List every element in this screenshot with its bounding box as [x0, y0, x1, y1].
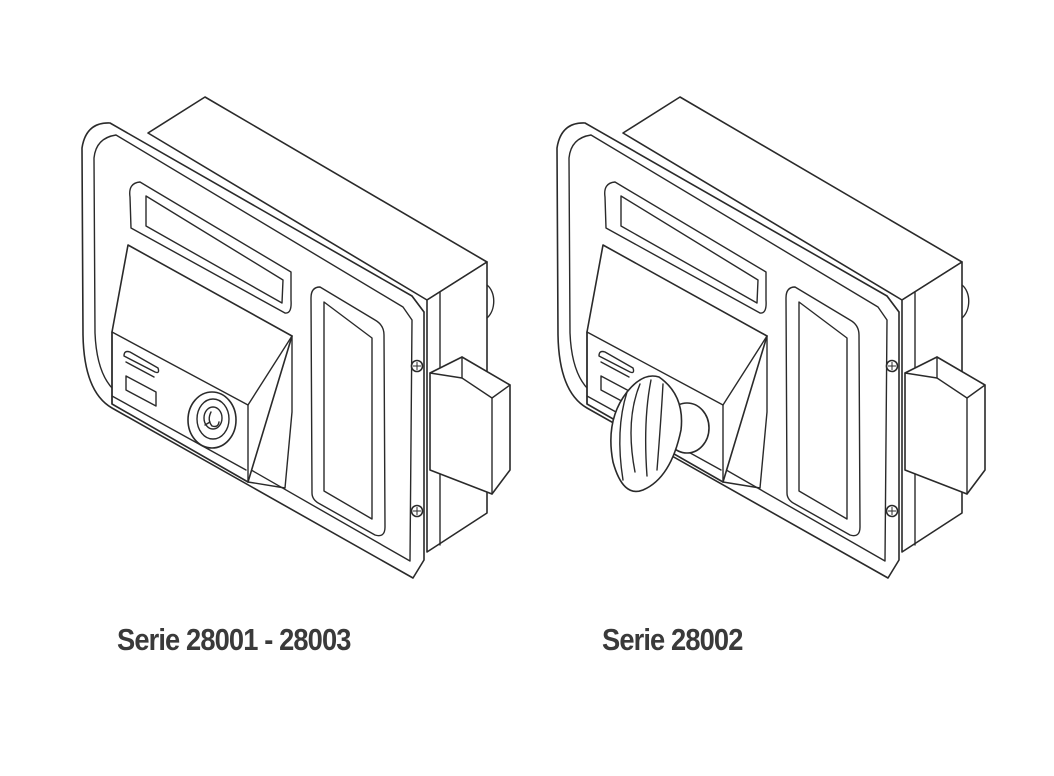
lock-illustration-key	[81, 96, 511, 579]
caption-serie-28002: Serie 28002	[602, 622, 743, 657]
key-cylinder-icon	[187, 391, 237, 449]
caption-serie-28001-28003: Serie 28001 - 28003	[117, 622, 351, 657]
lock-illustration-knob	[556, 96, 986, 579]
turn-knob-icon	[610, 375, 710, 493]
